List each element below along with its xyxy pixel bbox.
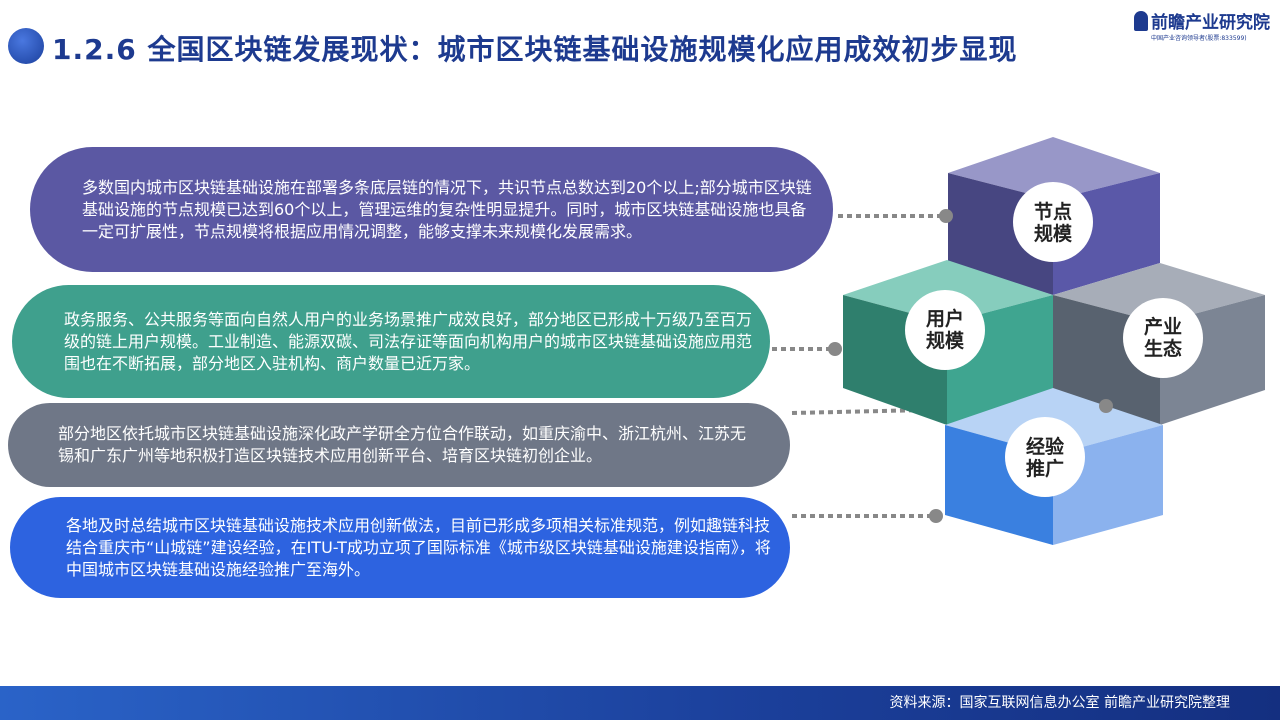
source-note: 资料来源：国家互联网信息办公室 前瞻产业研究院整理 [889,695,1230,711]
point-text: 多数国内城市区块链基础设施在部署多条底层链的情况下，共识节点总数达到20个以上;… [82,177,812,241]
logo-tagline: 中国产业咨询领导者(股票:833599) [1151,35,1247,42]
logo-name: 前瞻产业研究院 [1151,13,1270,33]
cube-label: 节点 [1034,201,1072,223]
cube-label: 产业 [1144,315,1182,338]
point-user-scale: 政务服务、公共服务等面向自然人用户的业务场景推广成效良好，部分地区已形成十万级乃… [12,285,770,398]
cube-label: 推广 [1026,457,1064,480]
logo: 前瞻产业研究院 中国产业咨询领导者(股票:833599) [1134,8,1270,42]
label-circle [905,290,985,370]
point-text: 政务服务、公共服务等面向自然人用户的业务场景推广成效良好，部分地区已形成十万级乃… [64,309,753,373]
point-text: 部分地区依托城市区块链基础设施深化政产学研全方位合作联动，如重庆渝中、浙江杭州、… [58,424,747,465]
cube-label: 经验 [1026,435,1065,458]
label-circle [1013,182,1093,262]
cube-label: 用户 [926,307,964,330]
point-text: 各地及时总结城市区块链基础设施技术应用创新做法，目前已形成多项相关标准规范，例如… [66,515,771,579]
footer-bar: 资料来源：国家互联网信息办公室 前瞻产业研究院整理 [0,686,1280,720]
label-circle [1123,298,1203,378]
page-title: 1.2.6 全国区块链发展现状：城市区块链基础设施规模化应用成效初步显现 [52,33,1018,66]
connector-dots [828,209,1113,523]
cube-label: 规模 [926,329,965,352]
logo-mark-icon [1134,10,1148,31]
label-circle [1005,417,1085,497]
cube-label: 规模 [1034,222,1073,245]
point-experience-promotion: 各地及时总结城市区块链基础设施技术应用创新做法，目前已形成多项相关标准规范，例如… [10,497,790,598]
cube-label: 生态 [1144,337,1182,360]
point-industry-ecosystem: 部分地区依托城市区块链基础设施深化政产学研全方位合作联动，如重庆渝中、浙江杭州、… [8,403,790,487]
title-bullet-icon [8,28,44,64]
point-node-scale: 多数国内城市区块链基础设施在部署多条底层链的情况下，共识节点总数达到20个以上;… [30,147,833,272]
